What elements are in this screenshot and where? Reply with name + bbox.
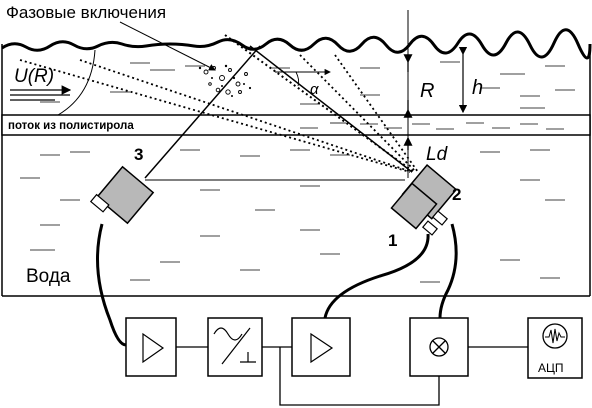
angle-arc <box>295 71 300 87</box>
label-sensor-2: 2 <box>452 185 461 204</box>
velocity-profile <box>57 49 96 116</box>
cable-sensor-1 <box>323 233 430 319</box>
cable-sensor-2 <box>438 223 458 319</box>
sensor-3 <box>89 165 155 225</box>
label-R: R <box>420 80 434 102</box>
label-velocity: U(R) <box>14 66 54 87</box>
block-mixer <box>409 317 469 377</box>
dotted-beam-5 <box>334 54 419 173</box>
block-amplifier-2 <box>291 317 351 377</box>
signal-wires <box>176 346 528 406</box>
inclusions-pointer <box>119 21 216 71</box>
label-adc: АЦП <box>538 361 564 375</box>
block-filter <box>207 317 263 377</box>
label-phase-inclusions: Фазовые включения <box>6 3 166 22</box>
amplifier-triangle-icon-2 <box>310 332 334 364</box>
label-Ld: Ld <box>426 144 449 165</box>
multiplier-icon <box>429 337 449 357</box>
dotted-beam-3 <box>224 34 415 173</box>
filter-sine-icon <box>213 327 243 341</box>
dotted-beam-2 <box>79 59 413 173</box>
reflection-beam-up <box>144 45 261 179</box>
reflection-beam-down <box>249 45 413 173</box>
water-texture-upper <box>40 61 575 109</box>
polystyrene-band <box>1 114 591 136</box>
label-polystyrene-flow: поток из полистирола <box>8 120 134 132</box>
label-sensor-1: 1 <box>388 231 397 250</box>
block-adc <box>527 317 583 379</box>
water-surface <box>1 28 592 60</box>
block-amplifier-1 <box>125 317 177 377</box>
dotted-beam-4 <box>299 54 417 173</box>
label-h: h <box>472 77 483 99</box>
amplifier-triangle-icon <box>142 332 165 364</box>
label-alpha: α <box>310 81 319 98</box>
polystyrene-hatching <box>300 122 564 130</box>
label-sensor-3: 3 <box>134 145 143 164</box>
phase-inclusions-dots <box>198 64 252 97</box>
oscilloscope-icon <box>542 323 568 349</box>
cable-sensor-3 <box>96 223 127 347</box>
sensor-connectors <box>421 210 449 236</box>
water-texture-lower <box>20 149 565 283</box>
label-water: Вода <box>26 266 71 287</box>
sensor-1 <box>390 182 438 230</box>
phase-inclusions-cloud <box>203 66 248 95</box>
